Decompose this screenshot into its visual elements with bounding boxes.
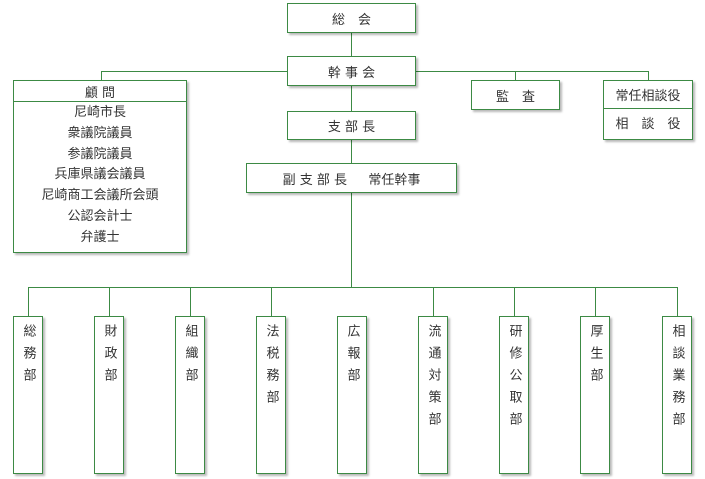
- counselor-box: 常任相談役 相 談 役: [603, 80, 693, 140]
- advisor-item: 尼崎商工会議所会頭: [41, 188, 159, 204]
- board-box: 幹 事 会: [287, 56, 416, 86]
- advisor-item: 弁護士: [80, 229, 120, 245]
- advisor-item: 尼崎市長: [73, 105, 126, 120]
- department-label: 財政部: [101, 324, 117, 390]
- department-box-welfare: 厚生部: [580, 316, 610, 474]
- department-box-legal-tax: 法税務部: [256, 316, 286, 474]
- department-box-training: 研修公取部: [499, 316, 529, 474]
- department-box-organization: 組織部: [175, 316, 205, 474]
- standing-counselor-label: 常任相談役: [604, 81, 692, 109]
- auditor-box: 監 査: [471, 80, 560, 110]
- department-label: 相談業務部: [669, 324, 685, 434]
- department-box-general-affairs: 総務部: [13, 316, 43, 474]
- department-label: 厚生部: [587, 324, 603, 390]
- department-box-public-relations: 広報部: [337, 316, 367, 474]
- deputy-secretary-box: 副 支 部 長 常任幹事: [246, 163, 457, 193]
- advisors-title: 顧 問: [14, 81, 186, 102]
- advisor-item: 公認会計士: [67, 208, 133, 224]
- branch-head-box: 支 部 長: [287, 111, 416, 140]
- advisors-box: 顧 問 尼崎市長 衆議院議員 参議院議員 兵庫県議会議員 尼崎商工会議所会頭 公…: [13, 80, 187, 253]
- department-label: 法税務部: [263, 324, 279, 412]
- advisor-item: 参議院議員: [67, 146, 133, 162]
- general-meeting-box: 総 会: [287, 3, 416, 33]
- board-label: 幹 事 会: [327, 65, 376, 81]
- advisor-item: 衆議院議員: [67, 125, 133, 141]
- department-label: 研修公取部: [506, 324, 522, 434]
- general-meeting-label: 総 会: [331, 12, 371, 28]
- department-label: 総務部: [20, 324, 36, 390]
- advisors-list: 尼崎市長 衆議院議員 参議院議員 兵庫県議会議員 尼崎商工会議所会頭 公認会計士…: [14, 102, 186, 249]
- counselor-label: 相 談 役: [615, 117, 681, 132]
- branch-head-label: 支 部 長: [327, 120, 376, 135]
- deputy-secretary-label: 副 支 部 長 常任幹事: [282, 172, 421, 188]
- department-label: 広報部: [344, 324, 360, 390]
- advisor-item: 兵庫県議会議員: [54, 167, 146, 183]
- auditor-label: 監 査: [495, 89, 535, 105]
- department-box-consultation: 相談業務部: [662, 316, 692, 474]
- department-box-distribution: 流通対策部: [418, 316, 448, 474]
- department-box-finance: 財政部: [94, 316, 124, 474]
- department-label: 組織部: [182, 324, 198, 390]
- department-label: 流通対策部: [425, 324, 441, 434]
